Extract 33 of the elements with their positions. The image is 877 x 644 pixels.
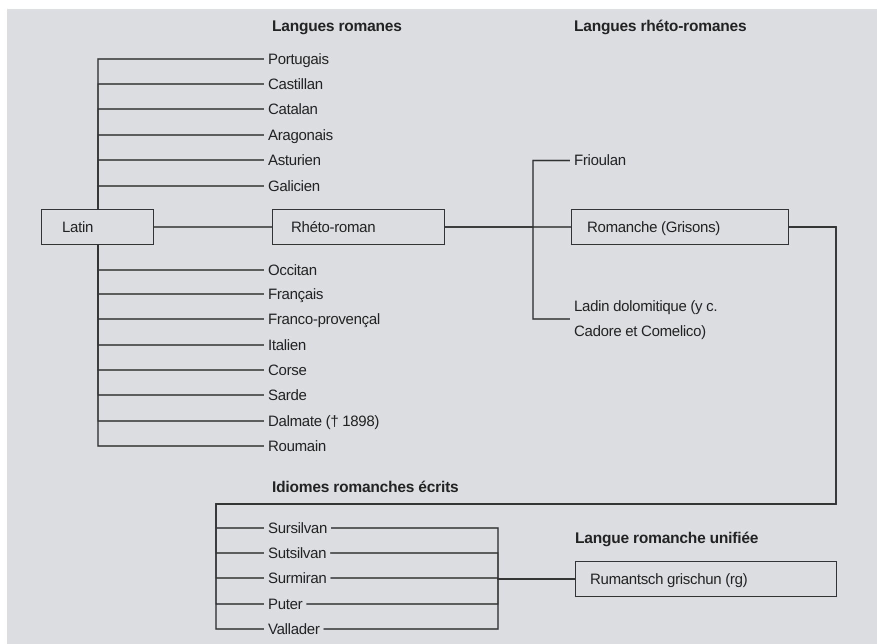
connector-line	[445, 226, 570, 320]
language-name: Asturien	[268, 148, 321, 172]
language-box: Latin	[41, 209, 154, 245]
connector-line	[154, 226, 272, 228]
language-name: Puter	[268, 592, 302, 616]
language-name: Castillan	[268, 72, 323, 96]
language-name: Italien	[268, 332, 306, 358]
language-name: Sursilvan	[268, 516, 327, 540]
language-name: Français	[268, 282, 324, 306]
group-heading: Langues romanes	[272, 18, 402, 36]
connector-line	[324, 578, 575, 630]
language-name: Sutsilvan	[268, 540, 326, 566]
language-name: Ladin dolomitique (y c. Cadore et Comelico)	[574, 294, 794, 344]
language-name: Surmiran	[268, 566, 326, 590]
language-name: Frioulan	[574, 148, 626, 173]
language-name: Franco-provençal	[268, 306, 380, 332]
language-name: Dalmate († 1898)	[268, 408, 380, 434]
language-name: Vallader	[268, 616, 320, 642]
language-name: Aragonais	[268, 122, 333, 148]
language-name: Catalan	[268, 96, 318, 122]
language-name: Sarde	[268, 382, 307, 408]
group-heading: Idiomes romanches écrits	[272, 479, 458, 497]
language-box: Romanche (Grisons)	[571, 209, 789, 245]
language-name: Roumain	[268, 434, 326, 458]
group-heading: Langue romanche unifiée	[575, 530, 758, 548]
language-name: Galicien	[268, 174, 320, 198]
language-box: Rhéto-roman	[272, 209, 445, 245]
language-name: Corse	[268, 358, 307, 382]
language-name: Occitan	[268, 258, 317, 282]
group-heading: Langues rhéto-romanes	[574, 18, 746, 36]
language-name: Portugais	[268, 46, 329, 72]
language-box: Rumantsch grischun (rg)	[575, 561, 837, 597]
connector-line	[97, 185, 264, 209]
